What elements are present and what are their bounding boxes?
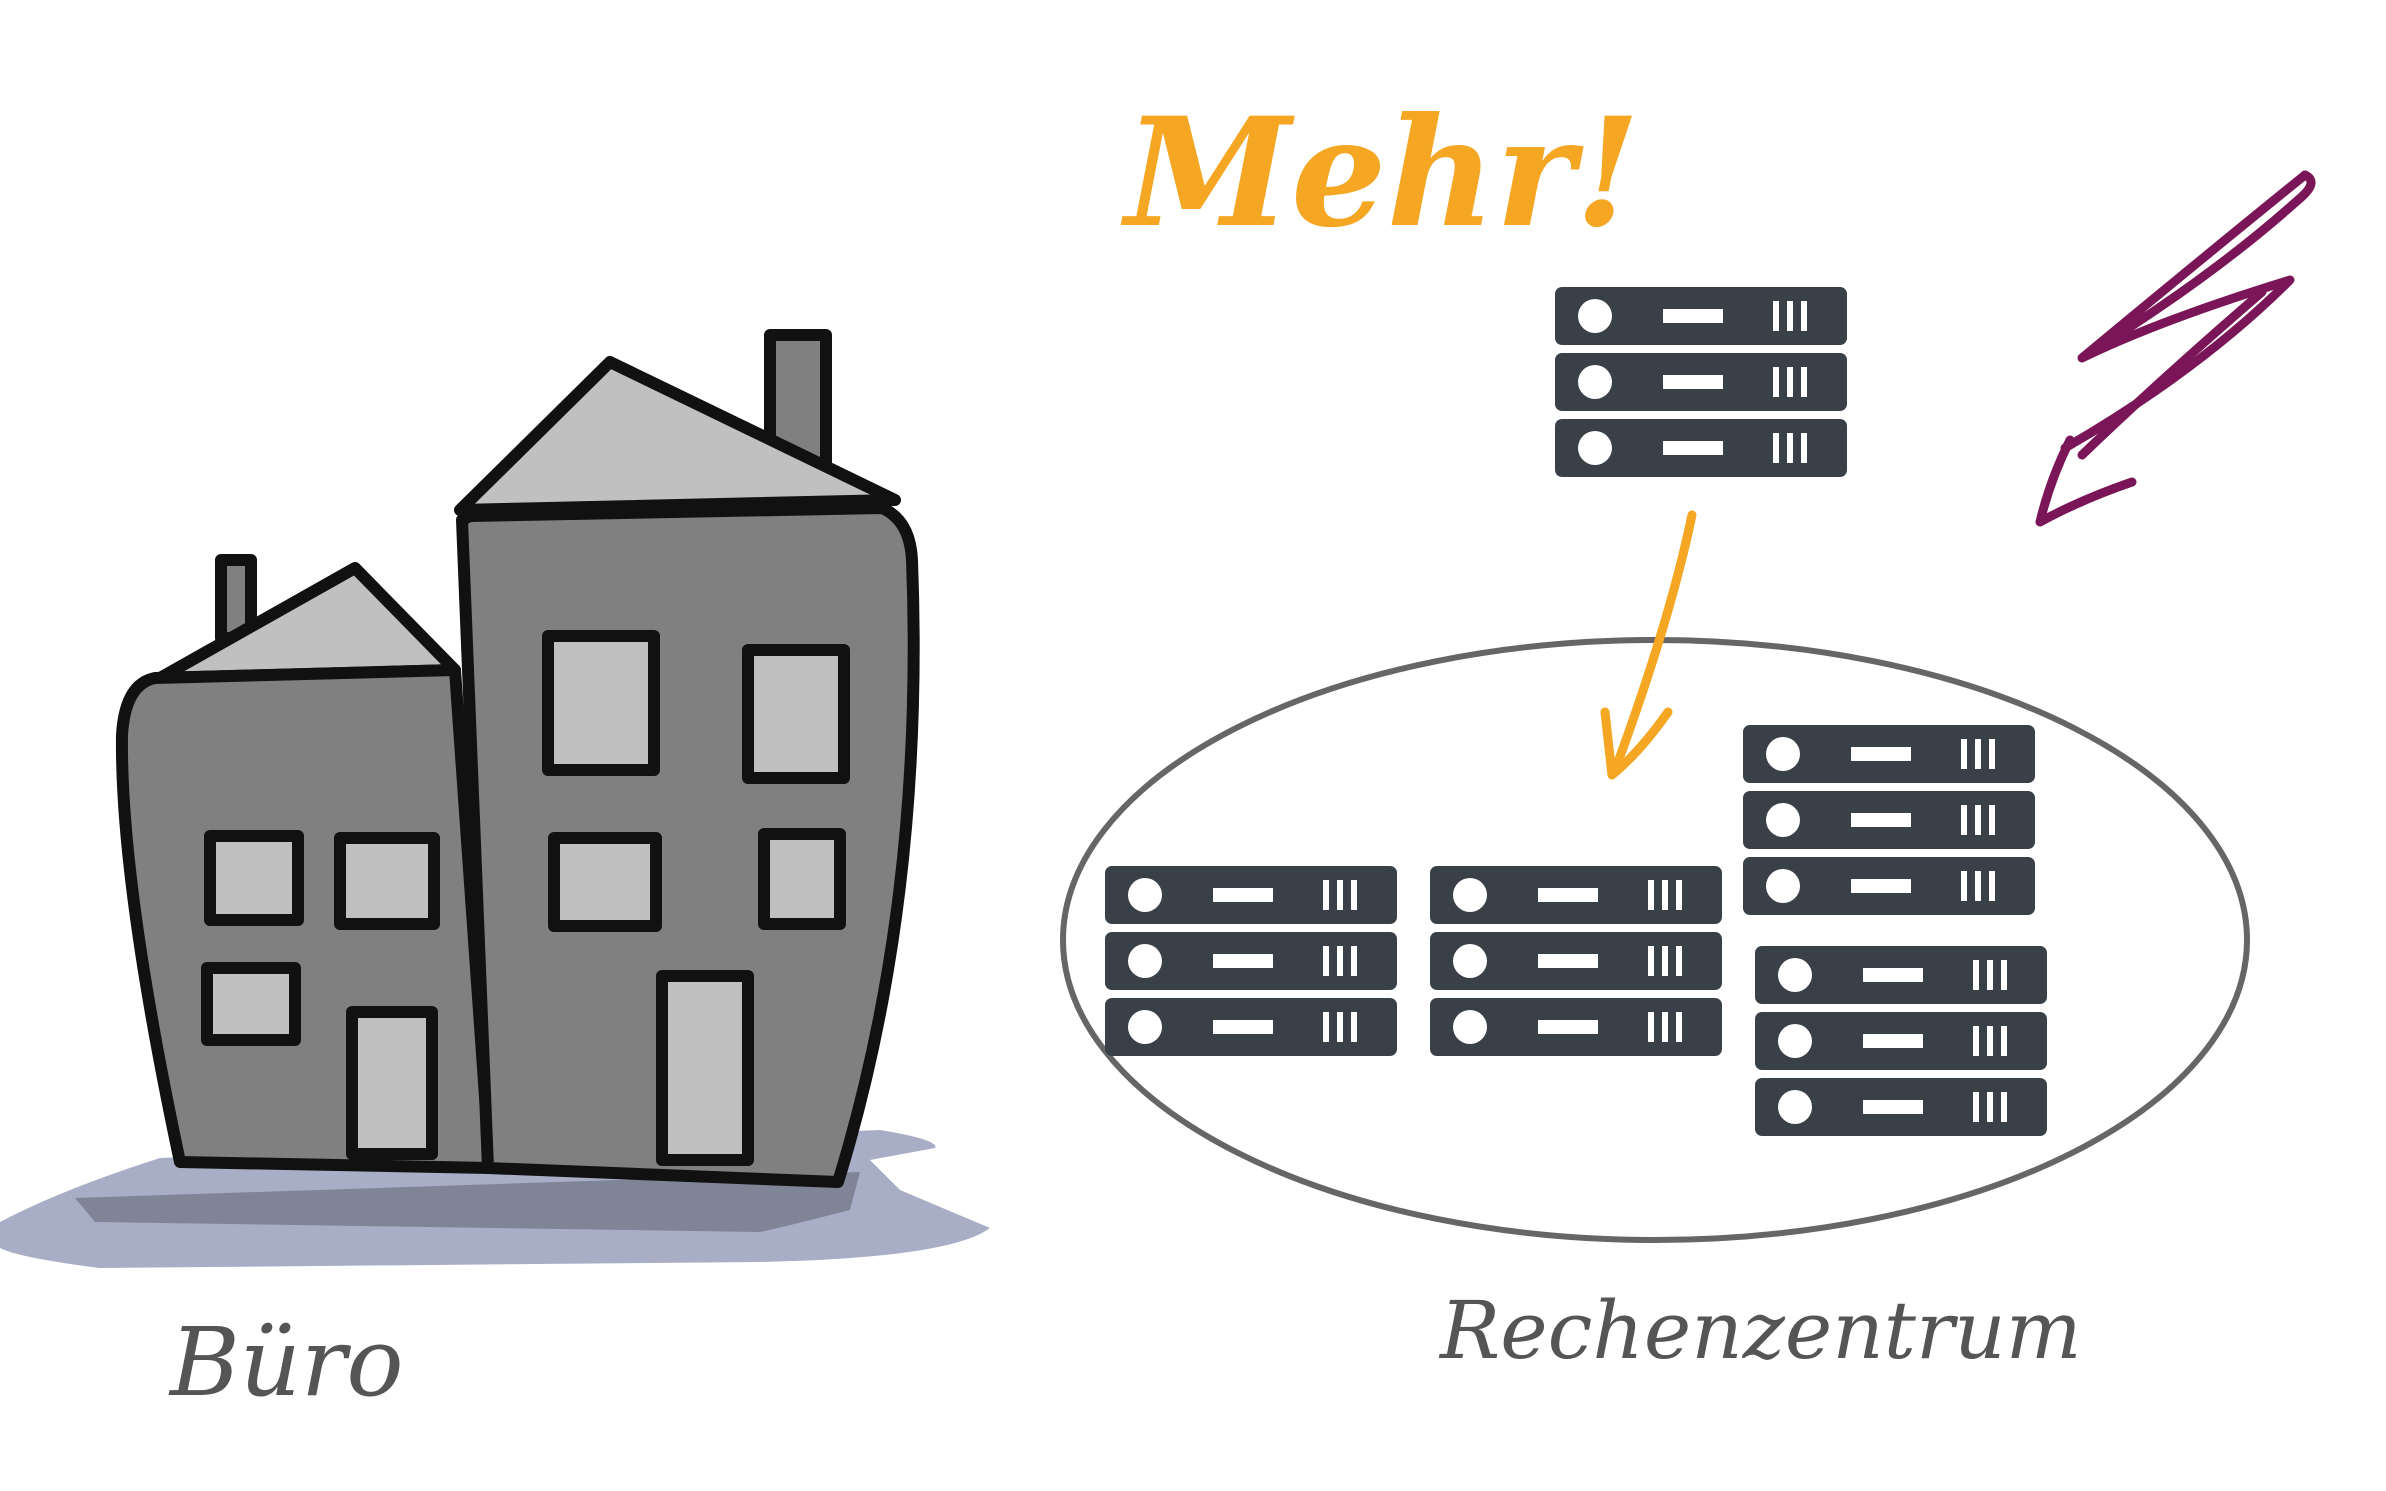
window [742,644,850,784]
server-rack-icon [1105,932,1397,990]
server-stack [1430,866,1722,1056]
server-rack-icon [1555,353,1847,411]
office-building-icon [115,329,920,1188]
door [656,970,754,1166]
server-rack-icon [1430,932,1722,990]
roof-large [454,356,901,516]
server-rack-icon [1555,287,1847,345]
server-rack-icon [1755,946,2047,1004]
roof-small [154,562,461,684]
window [758,828,846,930]
server-stack [1105,866,1397,1056]
window [201,962,301,1046]
server-rack-icon [1105,866,1397,924]
office-label: Büro [168,1308,404,1418]
down-arrow-icon [1600,510,1697,780]
window [334,832,440,930]
server-stack [1755,946,2047,1136]
server-stack [1743,725,2035,915]
window [204,830,304,926]
door [346,1006,438,1160]
server-rack-icon [1555,419,1847,477]
server-groups [1105,287,2047,1136]
window [542,630,660,776]
server-rack-icon [1755,1078,2047,1136]
lightning-bolt-icon [2035,170,2316,527]
server-rack-icon [1743,725,2035,783]
server-rack-icon [1430,866,1722,924]
server-stack-source [1555,287,1847,477]
server-rack-icon [1755,1012,2047,1070]
server-rack-icon [1743,857,2035,915]
window [548,832,662,932]
more-label: Mehr! [1120,85,1640,261]
server-rack-icon [1743,791,2035,849]
server-rack-icon [1105,998,1397,1056]
datacenter-label: Rechenzentrum [1438,1284,2082,1377]
server-rack-icon [1430,998,1722,1056]
chimney-small [215,554,257,644]
